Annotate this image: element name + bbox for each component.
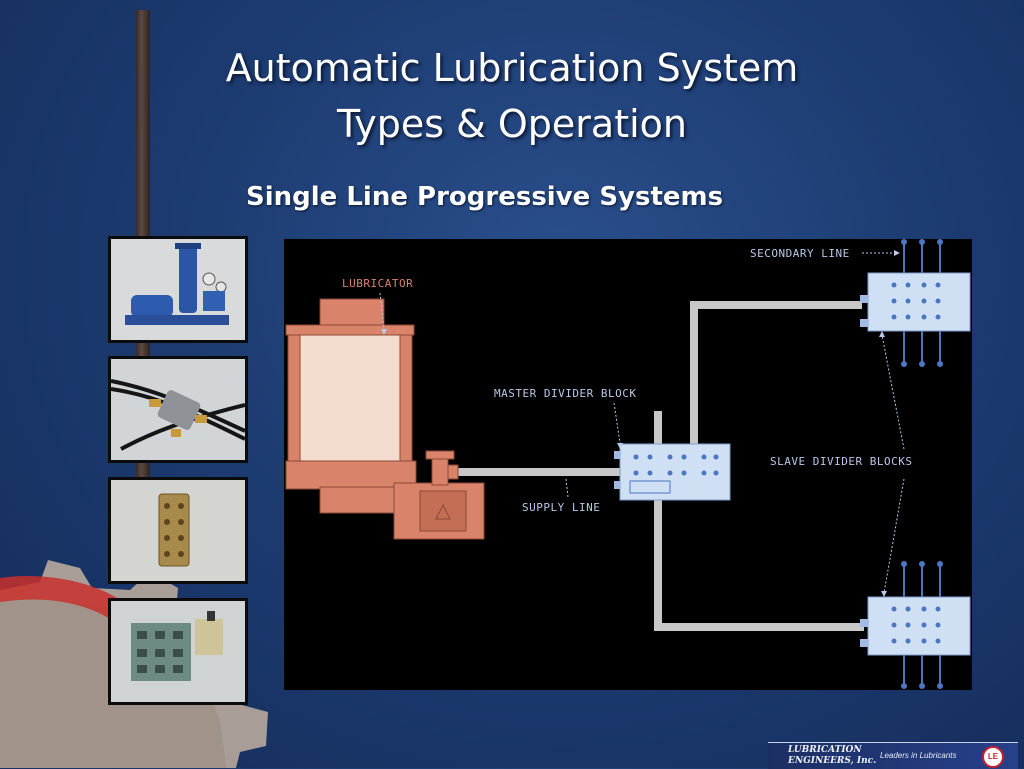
divider-valve-with-tubing-photo (108, 356, 248, 463)
company-logo-icon: LE (982, 746, 1004, 768)
supply-line-label: SUPPLY LINE (522, 501, 601, 514)
slide-subtitle: Single Line Progressive Systems (246, 182, 724, 212)
brass-divider-block-photo (108, 477, 248, 584)
master-divider-block (614, 443, 731, 501)
footer-branding: LUBRICATION ENGINEERS, Inc. Leaders in L… (768, 742, 1018, 769)
grey-divider-assembly-photo (108, 598, 248, 705)
title-line-2: Types & Operation (337, 102, 687, 146)
slide-title: Automatic Lubrication System Types & Ope… (200, 40, 824, 152)
lubrication-system-diagram: LUBRICATOR SECONDARY LINE MASTER DIVIDER… (284, 239, 972, 690)
lubricator-label: LUBRICATOR (342, 277, 414, 290)
brand-line-1: LUBRICATION (788, 745, 862, 755)
slave-divider-block-bottom (860, 561, 971, 689)
slave-divider-block-top (860, 239, 971, 367)
lubricator-unit (285, 298, 485, 540)
brand-name: LUBRICATION ENGINEERS, Inc. (788, 745, 876, 767)
master-divider-block-label: MASTER DIVIDER BLOCK (494, 387, 637, 400)
brand-tagline: Leaders in Lubricants (880, 751, 957, 760)
slave-divider-blocks-label: SLAVE DIVIDER BLOCKS (770, 455, 913, 468)
brand-line-2: ENGINEERS, Inc. (788, 756, 877, 766)
secondary-line-label: SECONDARY LINE (750, 247, 850, 260)
pump-unit-photo (108, 236, 248, 343)
title-line-1: Automatic Lubrication System (225, 46, 799, 90)
